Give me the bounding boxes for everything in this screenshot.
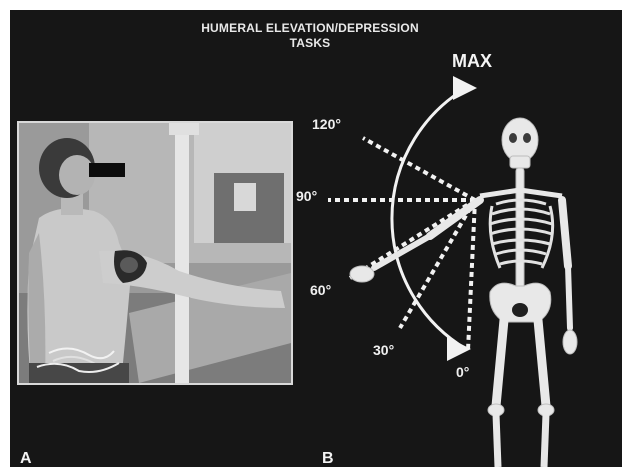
angle-label-60: 60°: [310, 282, 331, 298]
angle-label-30: 30°: [373, 342, 394, 358]
angle-label-0: 0°: [456, 364, 469, 380]
angle-label-90: 90°: [296, 188, 317, 204]
angle-label-120: 120°: [312, 116, 341, 132]
angle-line-0: [468, 200, 475, 350]
max-label: MAX: [452, 51, 492, 72]
angle-line-120: [363, 138, 475, 200]
skeleton-illustration: [350, 118, 577, 467]
angle-line-60: [350, 200, 475, 278]
figure: HUMERAL ELEVATION/DEPRESSION TASKS: [10, 10, 622, 467]
elevation-angle-diagram: [10, 10, 622, 467]
angle-line-30: [400, 200, 475, 328]
